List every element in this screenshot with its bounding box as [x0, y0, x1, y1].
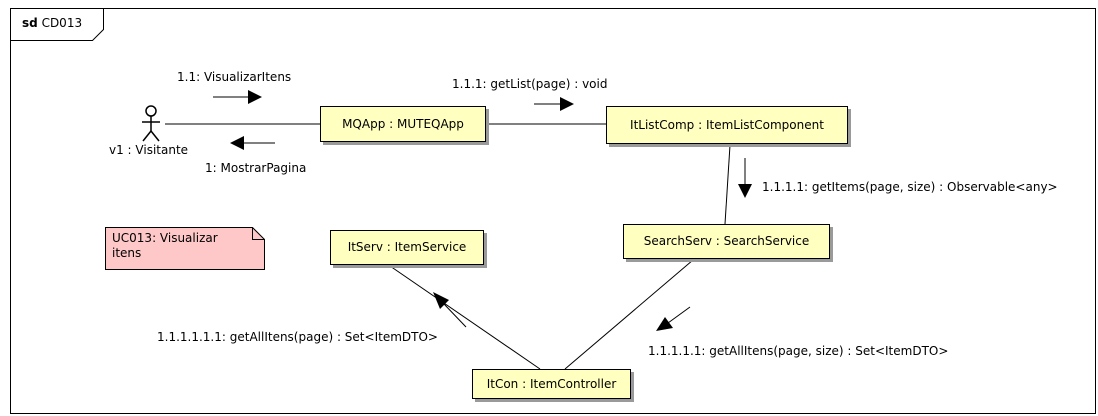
object-itserv[interactable]: ItServ : ItemService [330, 230, 484, 265]
object-mqapp[interactable]: MQApp : MUTEQApp [320, 106, 486, 142]
arrow-visualizaritens [213, 90, 262, 104]
message-getlist: 1.1.1: getList(page) : void [452, 77, 608, 91]
message-getallitens-size: 1.1.1.1.1: getAllItens(page, size) : Set… [648, 344, 949, 358]
object-itserv-label: ItServ : ItemService [347, 240, 467, 254]
link-itserv-itcon [389, 265, 541, 370]
message-getitems: 1.1.1.1: getItems(page, size) : Observab… [762, 180, 1058, 194]
object-searchserv[interactable]: SearchServ : SearchService [623, 224, 830, 259]
arrow-getitems [738, 158, 752, 198]
object-searchserv-label: SearchServ : SearchService [643, 234, 810, 248]
frame-border [10, 8, 1096, 414]
link-searchserv-itcon [564, 259, 694, 370]
message-getallitens-page: 1.1.1.1.1.1: getAllItens(page) : Set<Ite… [157, 330, 438, 344]
object-itlistcomp-label: ItListComp : ItemListComponent [630, 118, 824, 132]
frame-title-tab [10, 8, 104, 41]
actor-icon [142, 105, 160, 142]
frame-name: CD013 [41, 16, 83, 30]
object-itcon-label: ItCon : ItemController [486, 377, 617, 391]
arrow-getallitens-page [433, 292, 467, 328]
arrow-mostrarpagina [230, 136, 275, 150]
actor-label: v1 : Visitante [109, 143, 189, 157]
note-line-1: UC013: Visualizar [112, 231, 218, 245]
frame-keyword: sd [22, 16, 38, 30]
note: UC013: Visualizar itens [106, 228, 256, 264]
link-itlistcomp-searchserv [724, 144, 731, 225]
frame-title: sd CD013 [22, 16, 82, 30]
arrow-getallitens-size [656, 306, 691, 331]
message-visualizaritens: 1.1: VisualizarItens [177, 70, 292, 84]
object-mqapp-label: MQApp : MUTEQApp [342, 117, 464, 131]
message-mostrarpagina: 1: MostrarPagina [205, 161, 307, 175]
note-fold [252, 227, 265, 240]
arrow-getlist [534, 97, 574, 111]
object-itlistcomp[interactable]: ItListComp : ItemListComponent [606, 106, 848, 144]
object-itcon[interactable]: ItCon : ItemController [472, 369, 631, 399]
note-line-2: itens [112, 246, 142, 260]
note-shape [105, 227, 265, 270]
